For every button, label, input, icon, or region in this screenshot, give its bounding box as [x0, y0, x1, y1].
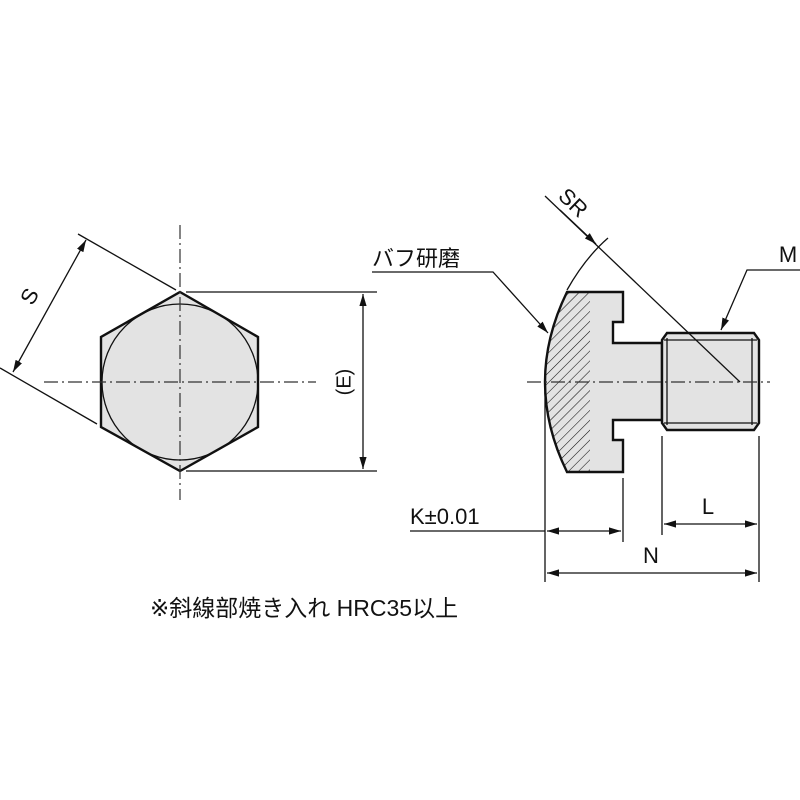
e-label: (E) [333, 369, 355, 396]
s-extension-top [77, 233, 177, 291]
k-label: K±0.01 [410, 504, 480, 529]
thread [660, 331, 761, 432]
hex-view: S (E) [0, 225, 377, 500]
l-label: L [702, 494, 714, 519]
buff-leader [372, 271, 549, 334]
n-label: N [643, 543, 659, 568]
buff-label: バフ研磨 [372, 246, 460, 271]
sr-arrow [559, 209, 597, 245]
side-view: SR M バフ研磨 K±0.01 L N [372, 183, 800, 582]
s-label: S [15, 284, 44, 309]
sr-arc-extension [566, 237, 609, 291]
m-label: M [779, 242, 797, 267]
s-extension-bottom [0, 367, 98, 425]
s-dimension-line [12, 239, 87, 373]
m-leader [720, 269, 800, 331]
hardening-note: ※斜線部焼き入れ HRC35以上 [150, 595, 458, 621]
sr-label: SR [554, 183, 593, 222]
